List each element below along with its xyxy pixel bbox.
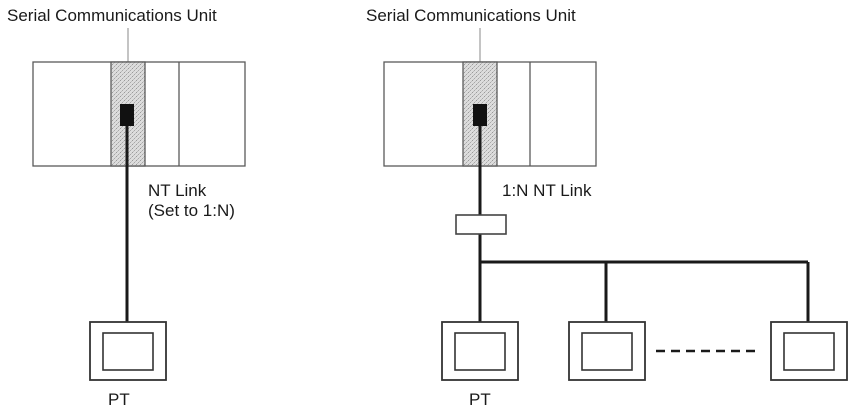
right-pt-terminal-2 [568,321,646,381]
left-pt-label: PT [108,390,130,409]
left-diagram: Serial Communications Unit NT Link (Set … [7,6,246,409]
right-plc-rack [383,61,597,167]
link-adapter-box [455,214,507,235]
left-pt-terminal [89,321,167,381]
right-serial-port [473,104,487,126]
right-pt-terminal-1 [441,321,519,381]
right-link-label: 1:N NT Link [502,181,592,200]
left-link-label-line2: (Set to 1:N) [148,201,235,220]
right-unit-label: Serial Communications Unit [366,6,576,25]
left-link-label-line1: NT Link [148,181,207,200]
right-pt-terminal-3 [770,321,848,381]
left-plc-rack [32,61,246,167]
left-serial-port [120,104,134,126]
left-unit-label: Serial Communications Unit [7,6,217,25]
right-pt-label: PT [469,390,491,409]
right-diagram: Serial Communications Unit 1:N NT Link [366,6,848,409]
